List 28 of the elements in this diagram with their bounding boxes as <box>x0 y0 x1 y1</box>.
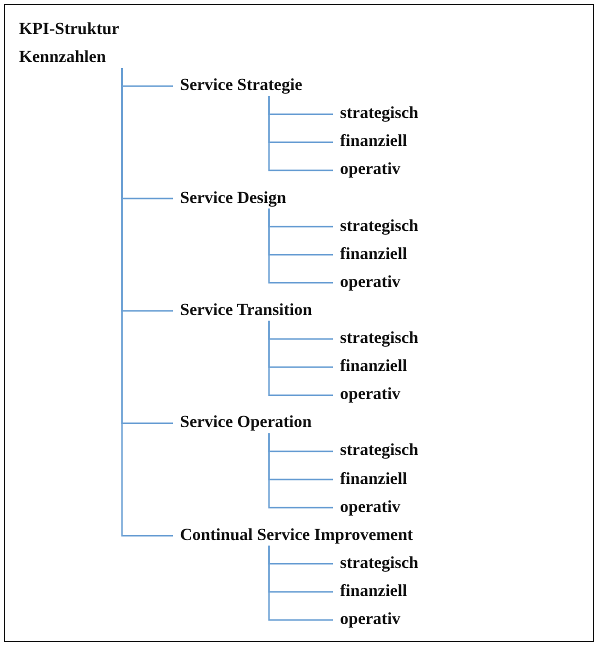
tree-label: Kennzahlen <box>19 47 106 67</box>
connector-line <box>268 546 333 621</box>
tree-label: Continual Service Improvement <box>180 524 413 545</box>
title: KPI-Struktur <box>19 19 120 39</box>
tree-label: finanziell <box>340 468 408 488</box>
connector-line <box>268 433 333 508</box>
tree-label: operativ <box>340 272 400 292</box>
tree-label: finanziell <box>340 356 408 376</box>
tree-label: strategisch <box>340 552 418 573</box>
tree-label: strategisch <box>340 440 418 460</box>
connector-line <box>268 320 333 396</box>
tree-label: finanziell <box>340 244 408 264</box>
connector-line <box>121 68 173 536</box>
tree-label: operativ <box>340 384 400 404</box>
connector-line <box>268 96 333 172</box>
tree-label: Service Transition <box>180 300 312 320</box>
tree-label: strategisch <box>340 328 418 348</box>
tree-label: finanziell <box>340 580 408 601</box>
tree-label: operativ <box>340 609 400 629</box>
tree-label: Service Strategie <box>180 75 302 96</box>
tree-label: strategisch <box>340 216 418 236</box>
tree-label: operativ <box>340 496 400 517</box>
tree-label: Service Operation <box>180 412 312 432</box>
connector-line <box>268 208 333 284</box>
tree-label: operativ <box>340 159 400 180</box>
tree-label: strategisch <box>340 103 418 124</box>
tree-label: Service Design <box>180 188 286 208</box>
tree-label: finanziell <box>340 131 408 152</box>
